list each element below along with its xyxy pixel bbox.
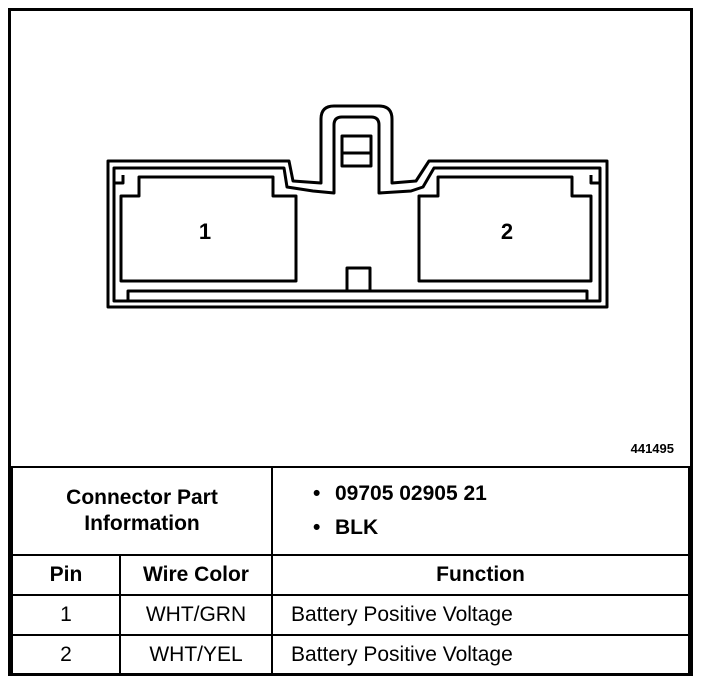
function-header: Function: [271, 554, 690, 596]
connector-info-table: Connector Part Information • 09705 02905 …: [11, 466, 690, 675]
pin-header: Pin: [11, 554, 121, 596]
diagram-frame: [8, 8, 693, 676]
wire-color-header: Wire Color: [119, 554, 273, 596]
part-info-label-line1: Connector Part: [66, 486, 218, 509]
connector-face-drawing: 1 2: [106, 104, 609, 309]
polarization-key: [345, 266, 372, 293]
wire-color-cell: WHT/YEL: [119, 634, 273, 675]
pin-cell: 1: [11, 594, 121, 636]
cavity-2-outline: [417, 175, 593, 283]
connector-diagram-area: 1 2 441495: [11, 11, 690, 466]
cavity-1-label: 1: [199, 219, 211, 244]
table-row: 2 WHT/YEL Battery Positive Voltage: [11, 634, 690, 675]
bullet-icon: •: [313, 482, 321, 505]
function-cell: Battery Positive Voltage: [271, 634, 690, 675]
left-corner-detail: [114, 175, 125, 185]
function-cell: Battery Positive Voltage: [271, 594, 690, 636]
wire-color-cell: WHT/GRN: [119, 594, 273, 636]
part-info-item: • 09705 02905 21: [313, 477, 682, 511]
bullet-icon: •: [313, 516, 321, 539]
table-header-row: Pin Wire Color Function: [11, 554, 690, 596]
part-info-label-cell: Connector Part Information: [11, 466, 273, 556]
part-info-label-line2: Information: [84, 512, 200, 535]
cavity-1-outline: [119, 175, 298, 283]
part-info-values-cell: • 09705 02905 21 • BLK: [271, 466, 690, 556]
connector-housing-outline: [106, 104, 609, 309]
part-number: 09705 02905 21: [335, 482, 487, 505]
table-row: 1 WHT/GRN Battery Positive Voltage: [11, 594, 690, 636]
part-info-item: • BLK: [313, 511, 682, 545]
cavity-2-label: 2: [501, 219, 513, 244]
part-info-row: Connector Part Information • 09705 02905 …: [11, 466, 690, 556]
pin-cell: 2: [11, 634, 121, 675]
latch-window: [340, 134, 373, 168]
figure-id: 441495: [630, 441, 674, 456]
connector-housing-inner-outline: [112, 115, 602, 303]
right-corner-detail: [589, 175, 600, 185]
connector-color: BLK: [335, 516, 379, 539]
